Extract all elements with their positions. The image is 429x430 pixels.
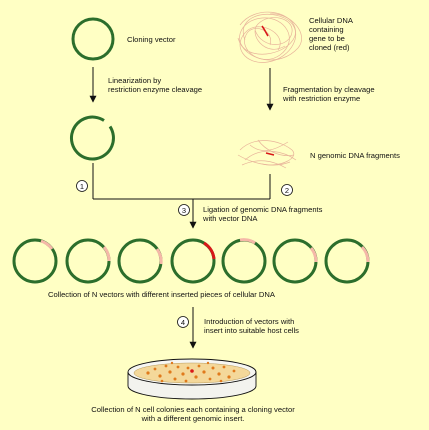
label-cloning-vector: Cloning vector (127, 35, 176, 44)
label-ligation: Ligation of genomic DNA fragments with v… (203, 205, 323, 223)
step-number-2: 2 (285, 186, 289, 195)
step-marker-1: 1 (76, 180, 88, 192)
label-n-fragments: N genomic DNA fragments (310, 151, 400, 160)
label-introduction: Introduction of vectors with insert into… (204, 317, 299, 335)
label-collection-colonies: Collection of N cell colonies each conta… (91, 405, 295, 423)
recombinant-vector (221, 238, 267, 284)
gene-fragment-red (265, 152, 275, 156)
cellular-dna-tangle (237, 11, 302, 63)
recombinant-vector (12, 238, 58, 284)
gene-segment-red (261, 25, 269, 37)
label-fragmentation: Fragmentation by cleavage with restricti… (283, 85, 375, 103)
step-number-3: 3 (182, 206, 186, 215)
linearized-vector-circle (69, 115, 115, 161)
step-number-4: 4 (181, 318, 185, 327)
step-number-1: 1 (80, 182, 84, 191)
recombinant-vector (272, 238, 318, 284)
recombinant-vector (65, 238, 111, 284)
label-linearization: Linearization by restriction enzyme clea… (108, 76, 203, 94)
gene-colony-red (190, 369, 194, 373)
vector-row (12, 238, 370, 284)
step-marker-2: 2 (281, 184, 293, 196)
step-marker-4: 4 (177, 316, 189, 328)
step-marker-3: 3 (178, 204, 190, 216)
recombinant-vector (117, 238, 163, 284)
recombinant-vector (324, 238, 370, 284)
label-cellular-dna: Cellular DNA containing gene to be clone… (309, 16, 353, 52)
petri-dish (127, 358, 257, 400)
cloning-vector-circle (71, 17, 115, 61)
label-collection-vectors: Collection of N vectors with different i… (48, 290, 275, 299)
recombinant-vector-with-gene (170, 238, 216, 284)
genomic-fragments (237, 139, 297, 169)
bacterial-colonies (146, 361, 236, 383)
